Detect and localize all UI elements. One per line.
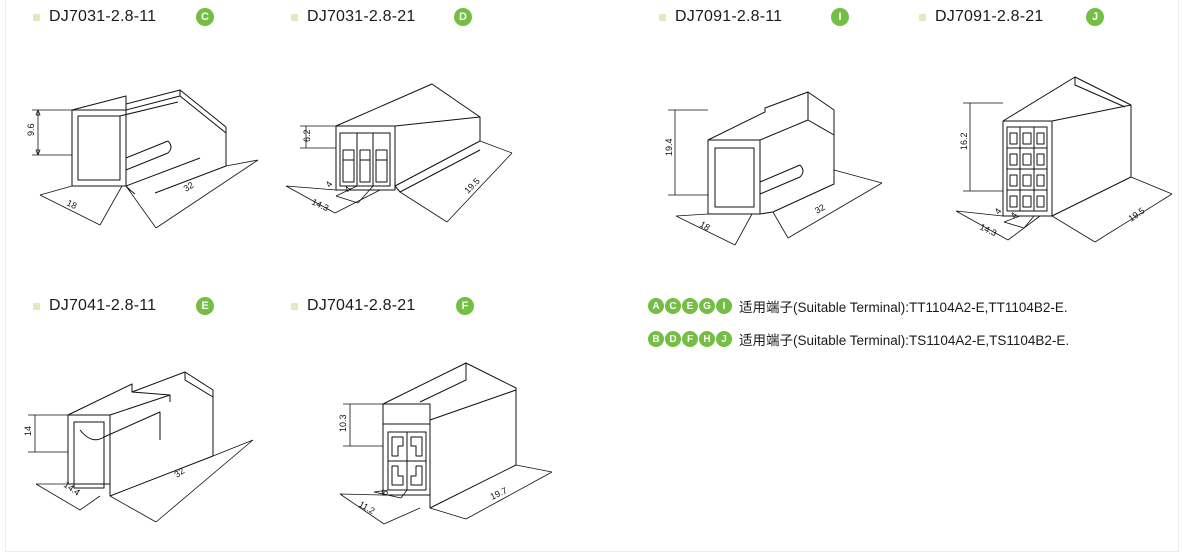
product-title-c: DJ7031-2.8-11 — [33, 5, 156, 29]
dim-height: 14 — [23, 426, 33, 436]
dimension-lines — [339, 403, 553, 525]
dim-width: 18 — [698, 219, 712, 233]
product-badge: C — [196, 8, 214, 26]
bullet-icon — [291, 302, 298, 310]
dim-length: 32 — [182, 180, 196, 194]
dimension-lines — [285, 125, 513, 223]
dim-pitch-1: 4 — [323, 179, 334, 189]
product-model: DJ7091-2.8-11 — [675, 8, 783, 25]
dim-height: 10.3 — [338, 414, 348, 432]
product-model: DJ7041-2.8-11 — [49, 297, 157, 314]
dimension-lines — [32, 109, 259, 229]
dim-height: 6.2 — [302, 129, 312, 142]
page-frame — [5, 0, 1179, 552]
product-model: DJ7031-2.8-11 — [49, 8, 157, 25]
legend-badge: G — [699, 298, 715, 314]
product-model: DJ7091-2.8-21 — [935, 8, 1044, 25]
product-badge: E — [196, 297, 214, 315]
dim-width: 11.2 — [357, 499, 377, 516]
legend-badge: C — [665, 298, 681, 314]
legend-badge: F — [682, 331, 698, 347]
dim-pitch: 5 — [379, 487, 390, 497]
dim-pitch-1: 4 — [992, 206, 1003, 216]
legend-badge: J — [716, 331, 732, 347]
product-badge: J — [1086, 8, 1104, 26]
dim-height: 16.2 — [959, 132, 969, 150]
dim-length: 32 — [813, 202, 827, 216]
product-badge: F — [456, 297, 474, 315]
legend-badge: D — [665, 331, 681, 347]
dim-pitch-2: 4 — [1008, 210, 1019, 220]
dim-pitch-2: 4 — [342, 184, 353, 194]
housing-outline — [382, 362, 517, 509]
connector-drawing-c: 9.6 18 32 — [0, 0, 290, 250]
legend-badge: H — [699, 331, 715, 347]
dimension-lines — [28, 414, 254, 523]
dim-length: 19.5 — [1126, 205, 1146, 223]
dim-length: 19.7 — [489, 485, 509, 501]
dim-height: 9.6 — [26, 123, 36, 136]
product-title-j: DJ7091-2.8-21 — [919, 5, 1043, 29]
bullet-icon — [919, 13, 926, 21]
product-title-i: DJ7091-2.8-11 — [659, 5, 782, 29]
legend-badge: I — [716, 298, 732, 314]
bullet-icon — [659, 13, 666, 21]
legend-row-1: A C E G I 适用端子(Suitable Terminal):TT1104… — [648, 296, 1068, 316]
dim-height: 19.4 — [664, 138, 674, 156]
product-model: DJ7031-2.8-21 — [307, 8, 416, 25]
legend-text: 适用端子(Suitable Terminal):TS1104A2-E,TS110… — [739, 333, 1070, 348]
legend-badge: A — [648, 298, 664, 314]
legend-row-2: B D F H J 适用端子(Suitable Terminal):TS1104… — [648, 329, 1069, 349]
legend-badge: E — [682, 298, 698, 314]
legend-badge: B — [648, 331, 664, 347]
product-badge: D — [454, 8, 472, 26]
bullet-icon — [33, 13, 40, 21]
dimension-lines — [668, 109, 883, 246]
dim-width: 14.3 — [978, 222, 998, 238]
dim-length: 32 — [172, 466, 186, 480]
housing-outline — [335, 83, 481, 193]
connector-drawing-i: 19.4 18 32 — [0, 0, 900, 260]
legend-text: 适用端子(Suitable Terminal):TT1104A2-E,TT110… — [739, 300, 1068, 315]
connector-drawing-f: 10.3 11.2 5 19.7 — [338, 362, 553, 525]
product-badge: I — [831, 8, 849, 26]
dim-width: 18 — [65, 198, 78, 211]
bullet-icon — [291, 13, 298, 21]
product-title-e: DJ7041-2.8-11 — [33, 294, 156, 318]
connector-drawing-e: 14 14.4 32 — [0, 0, 300, 556]
product-title-d: DJ7031-2.8-21 — [291, 5, 415, 29]
connector-drawing-d: 6.2 14.3 4 4 19.5 — [0, 0, 600, 250]
bullet-icon — [33, 302, 40, 310]
connector-drawing-j: 16.2 14.3 4 4 19.5 — [0, 0, 1183, 260]
housing-outline — [1002, 76, 1132, 217]
dimension-lines — [955, 102, 1173, 243]
product-model: DJ7041-2.8-21 — [307, 297, 416, 314]
product-title-f: DJ7041-2.8-21 — [291, 294, 415, 318]
